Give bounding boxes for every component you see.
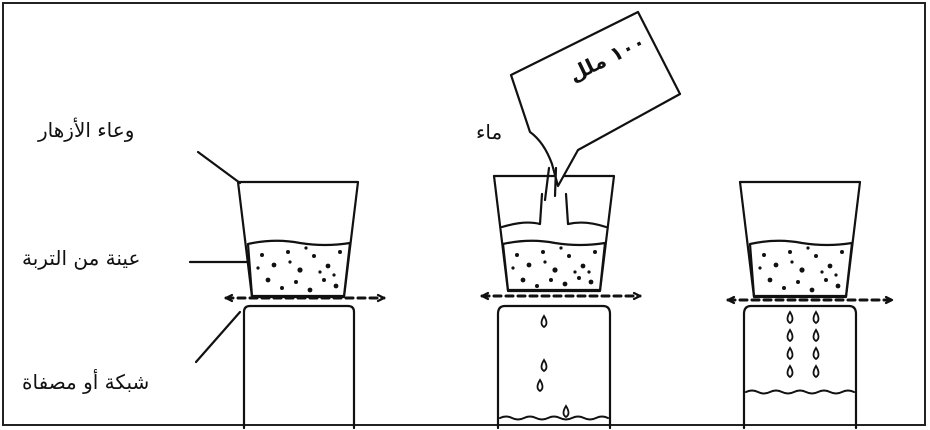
- label-flower-pot: وعاء الأزهار: [38, 118, 135, 142]
- jar-right: [742, 304, 858, 430]
- leader-mesh: [194, 310, 242, 364]
- setup-middle: [480, 10, 682, 430]
- label-water: ماء: [476, 120, 503, 144]
- setup-right: [726, 180, 894, 430]
- pour-stream: [543, 166, 558, 202]
- leader-flower-pot: [196, 150, 242, 185]
- water-collected-right: [745, 389, 855, 395]
- label-soil-sample: عينة من التربة: [22, 246, 141, 270]
- soil-speckles: [256, 246, 844, 293]
- water-collected-middle: [499, 415, 609, 421]
- water-drops: [536, 310, 820, 419]
- label-mesh-or-strainer: شبكة أو مصفاة: [22, 370, 150, 394]
- jar-left: [242, 304, 356, 430]
- water-surface-middle: [500, 192, 608, 229]
- setup-left: [224, 180, 386, 430]
- jar-middle: [496, 304, 612, 430]
- measuring-flask: [509, 10, 682, 188]
